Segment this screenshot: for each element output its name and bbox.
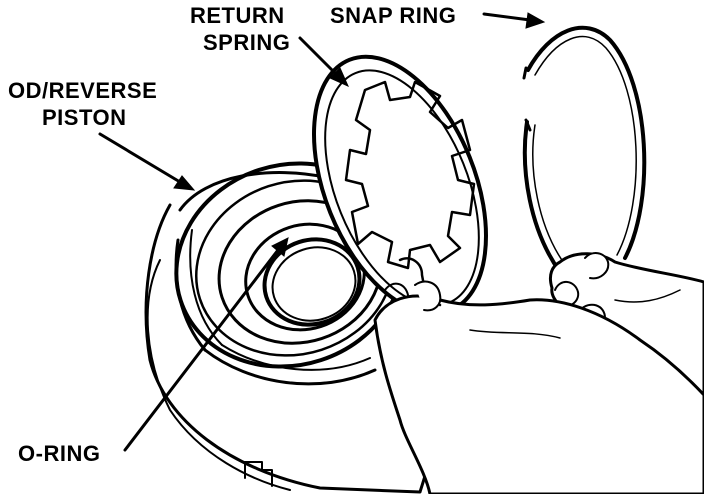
piston-leader (98, 132, 182, 184)
o-ring-leader (123, 248, 280, 452)
snap-ring-arrowhead (525, 12, 546, 29)
left-hand (373, 257, 704, 494)
o-ring-label: O-RING (18, 441, 100, 466)
return-spring-label-line2: SPRING (203, 30, 290, 55)
snap-ring-label: SNAP RING (330, 3, 456, 28)
return-spring (312, 54, 488, 316)
return-spring-arrowhead (329, 67, 349, 87)
snap-ring (522, 25, 647, 274)
od-reverse-piston-label-line2: PISTON (42, 105, 127, 130)
return-spring-leader (298, 36, 340, 78)
o-ring-arrowhead (271, 237, 289, 257)
leader-arrows (98, 12, 546, 452)
return-spring-label-line1: RETURN (190, 3, 285, 28)
o-ring (262, 237, 362, 327)
od-reverse-piston-label-line1: OD/REVERSE (8, 78, 157, 103)
snap-ring-leader (482, 12, 532, 22)
piston-arrowhead (173, 175, 196, 191)
